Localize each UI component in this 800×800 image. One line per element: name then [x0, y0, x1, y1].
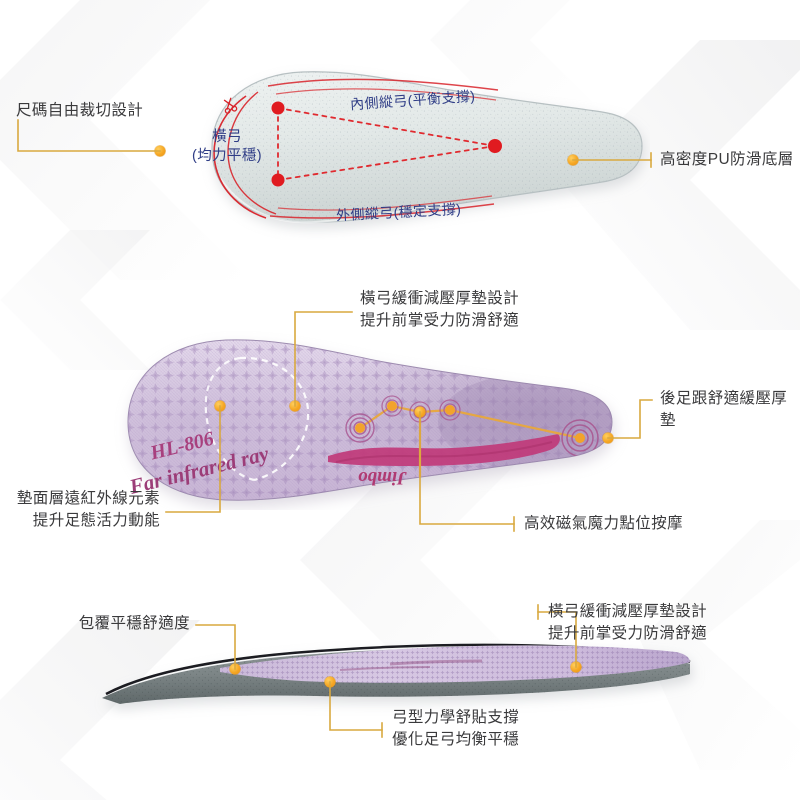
callout-transverse-arch-cushion: 橫弓緩衝減壓厚墊設計 提升前掌受力防滑舒適 [360, 290, 520, 330]
arch-geometry-dashed [277, 107, 496, 181]
insole-profile-graphic [102, 643, 691, 704]
brand-swoosh [328, 434, 560, 466]
callout-forefoot-cushion: 橫弓緩衝減壓厚墊設計 提升前掌受力防滑舒適 [548, 603, 708, 643]
magnet-spiral-d [439, 399, 461, 421]
insole-bottom-figure [90, 640, 710, 720]
insole-top-figure [150, 60, 650, 240]
magnet-spiral-b [381, 395, 403, 417]
callout-pu-antislip-base: 高密度PU防滑底層 [660, 151, 794, 168]
node-lateral-arch [271, 173, 285, 187]
callout-wrap-comfort: 包覆平穩舒適度 [78, 615, 190, 632]
callout-cut-to-size: 尺碼自由裁切設計 [16, 102, 144, 119]
cut-guide-line-inner [227, 91, 277, 215]
node-forefoot [488, 139, 502, 153]
callout-heel-cushion: 後足跟舒適緩壓厚墊 [660, 390, 788, 430]
callout-far-infrared: 墊面層遠紅外線元素 提升足態活力動能 [16, 490, 160, 530]
node-medial-arch [271, 101, 285, 115]
magnet-spiral-a [345, 413, 375, 443]
callout-arch-support: 弓型力學舒貼支撐 優化足弓均衡平穩 [392, 709, 520, 749]
insole-middle-graphic [127, 339, 613, 501]
callout-magnetic-massage: 高效磁氣魔力點位按摩 [524, 515, 684, 532]
insole-middle-figure: HL-806 Far infrared ray Jimbo [110, 330, 630, 510]
scissors-icon [223, 97, 238, 114]
insole-top-graphic [211, 71, 643, 224]
callout-transverse-arch: 橫弓 (均力平穩) [191, 129, 263, 164]
cut-guide-line-outer [213, 95, 267, 219]
